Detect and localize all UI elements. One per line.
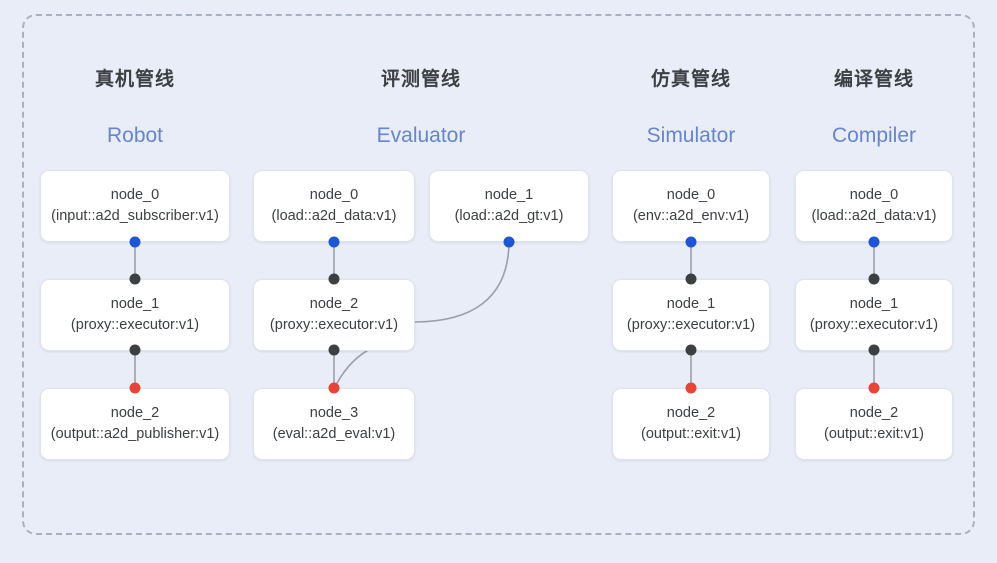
node-evaluator-2[interactable]: node_2 (proxy::executor:v1) [253, 279, 415, 351]
node-robot-1[interactable]: node_1 (proxy::executor:v1) [40, 279, 230, 351]
node-name: node_2 [309, 296, 359, 312]
node-name: node_0 [110, 187, 160, 203]
column-title-evaluator: 评测管线 [380, 69, 461, 90]
node-compiler-2[interactable]: node_2 (output::exit:v1) [795, 388, 953, 460]
node-evaluator-0[interactable]: node_0 (load::a2d_data:v1) [253, 170, 415, 242]
port-output-robot-1[interactable] [129, 344, 141, 356]
node-simulator-2[interactable]: node_2 (output::exit:v1) [612, 388, 770, 460]
column-subtitle-robot: Robot [106, 124, 164, 147]
node-name: node_3 [309, 405, 359, 421]
node-spec: (proxy::executor:v1) [269, 317, 399, 333]
port-input-robot-2[interactable] [129, 382, 141, 394]
port-input-robot-1[interactable] [129, 273, 141, 285]
port-output-compiler-0[interactable] [868, 236, 880, 248]
node-spec: (load::a2d_data:v1) [271, 208, 397, 224]
port-output-evaluator-2[interactable] [328, 344, 340, 356]
node-spec: (load::a2d_gt:v1) [454, 208, 564, 224]
port-output-evaluator-1[interactable] [503, 236, 515, 248]
node-evaluator-3[interactable]: node_3 (eval::a2d_eval:v1) [253, 388, 415, 460]
node-spec: (load::a2d_data:v1) [811, 208, 937, 224]
node-spec: (input::a2d_subscriber:v1) [51, 208, 219, 224]
node-name: node_1 [666, 296, 716, 312]
port-input-compiler-1[interactable] [868, 273, 880, 285]
diagram-dashed-frame [22, 14, 975, 535]
node-name: node_2 [849, 405, 899, 421]
column-title-robot: 真机管线 [94, 69, 175, 90]
node-name: node_0 [309, 187, 359, 203]
port-output-simulator-1[interactable] [685, 344, 697, 356]
column-title-simulator: 仿真管线 [650, 69, 731, 90]
node-spec: (env::a2d_env:v1) [632, 208, 750, 224]
port-output-simulator-0[interactable] [685, 236, 697, 248]
port-output-compiler-1[interactable] [868, 344, 880, 356]
node-name: node_1 [484, 187, 534, 203]
node-spec: (output::exit:v1) [641, 426, 741, 442]
port-output-robot-0[interactable] [129, 236, 141, 248]
node-spec: (proxy::executor:v1) [626, 317, 756, 333]
node-name: node_2 [666, 405, 716, 421]
node-simulator-1[interactable]: node_1 (proxy::executor:v1) [612, 279, 770, 351]
column-title-compiler: 编译管线 [833, 69, 914, 90]
node-robot-2[interactable]: node_2 (output::a2d_publisher:v1) [40, 388, 230, 460]
node-spec: (proxy::executor:v1) [70, 317, 200, 333]
node-spec: (proxy::executor:v1) [809, 317, 939, 333]
column-subtitle-evaluator: Evaluator [376, 124, 466, 147]
node-compiler-1[interactable]: node_1 (proxy::executor:v1) [795, 279, 953, 351]
port-output-evaluator-0[interactable] [328, 236, 340, 248]
column-subtitle-simulator: Simulator [646, 124, 736, 147]
node-name: node_2 [110, 405, 160, 421]
node-evaluator-1[interactable]: node_1 (load::a2d_gt:v1) [429, 170, 589, 242]
port-input-evaluator-2[interactable] [328, 273, 340, 285]
port-input-simulator-1[interactable] [685, 273, 697, 285]
node-robot-0[interactable]: node_0 (input::a2d_subscriber:v1) [40, 170, 230, 242]
column-subtitle-compiler: Compiler [831, 124, 917, 147]
port-input-simulator-2[interactable] [685, 382, 697, 394]
node-name: node_1 [110, 296, 160, 312]
port-input-evaluator-3[interactable] [328, 382, 340, 394]
node-name: node_1 [849, 296, 899, 312]
node-spec: (output::exit:v1) [824, 426, 924, 442]
node-name: node_0 [666, 187, 716, 203]
node-spec: (output::a2d_publisher:v1) [50, 426, 220, 442]
node-name: node_0 [849, 187, 899, 203]
port-input-compiler-2[interactable] [868, 382, 880, 394]
node-spec: (eval::a2d_eval:v1) [272, 426, 396, 442]
node-compiler-0[interactable]: node_0 (load::a2d_data:v1) [795, 170, 953, 242]
node-simulator-0[interactable]: node_0 (env::a2d_env:v1) [612, 170, 770, 242]
